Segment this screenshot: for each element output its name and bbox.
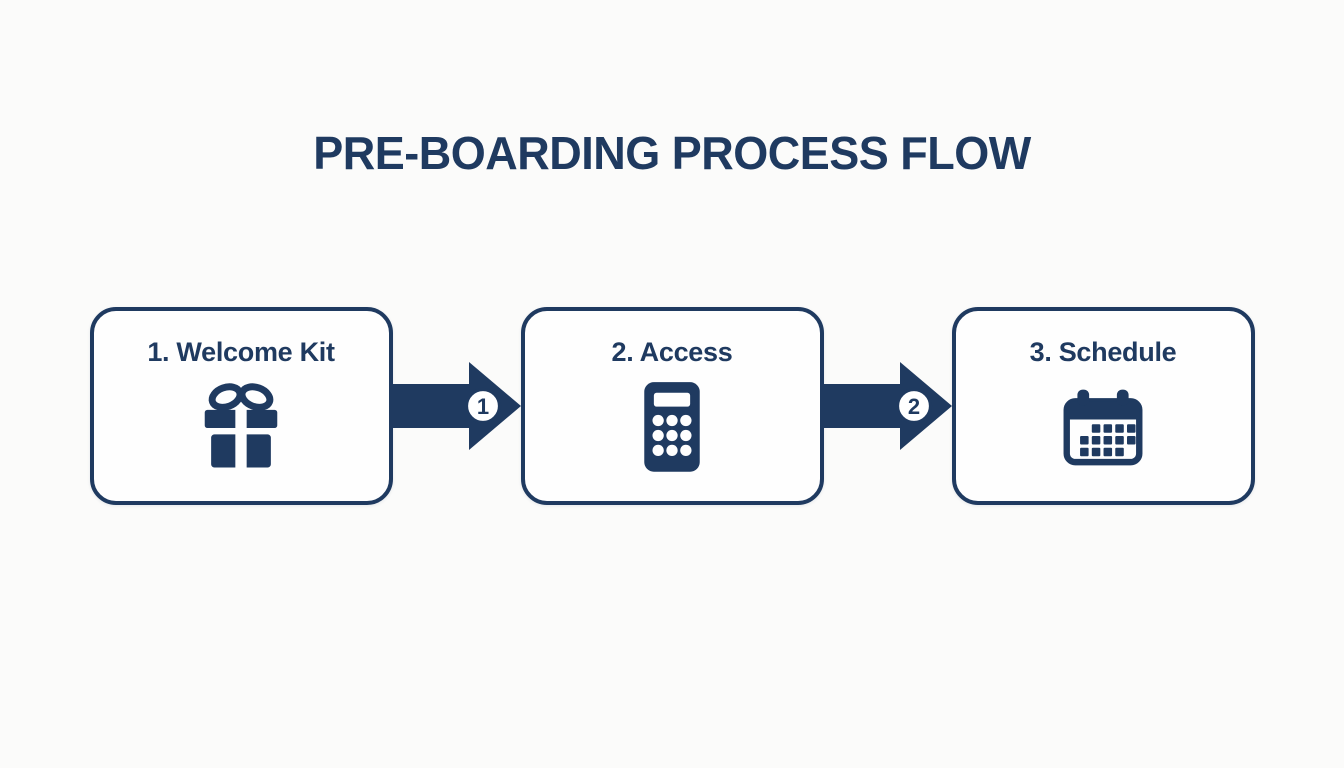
step-box-access: 2. Access [520,307,824,505]
gift-icon [204,383,278,469]
step-label-access: 2. Access [611,337,733,367]
flow-arrow-1: 1 [392,362,521,450]
step-label-welcome-kit: 1. Welcome Kit [147,337,335,367]
step-box-schedule: 3. Schedule [951,307,1255,505]
flow-arrow-2: 2 [823,362,952,450]
diagram-title: PRE-BOARDING PROCESS FLOW [313,126,1031,180]
process-flow: 1. Welcome Kit 1 2. Access [0,307,1344,505]
calculator-icon [644,382,700,472]
arrow-number-2: 2 [907,394,919,419]
step-label-schedule: 3. Schedule [1029,337,1177,367]
step-box-welcome-kit: 1. Welcome Kit [89,307,393,505]
calendar-icon [1063,389,1143,466]
arrow-number-1: 1 [476,394,488,419]
